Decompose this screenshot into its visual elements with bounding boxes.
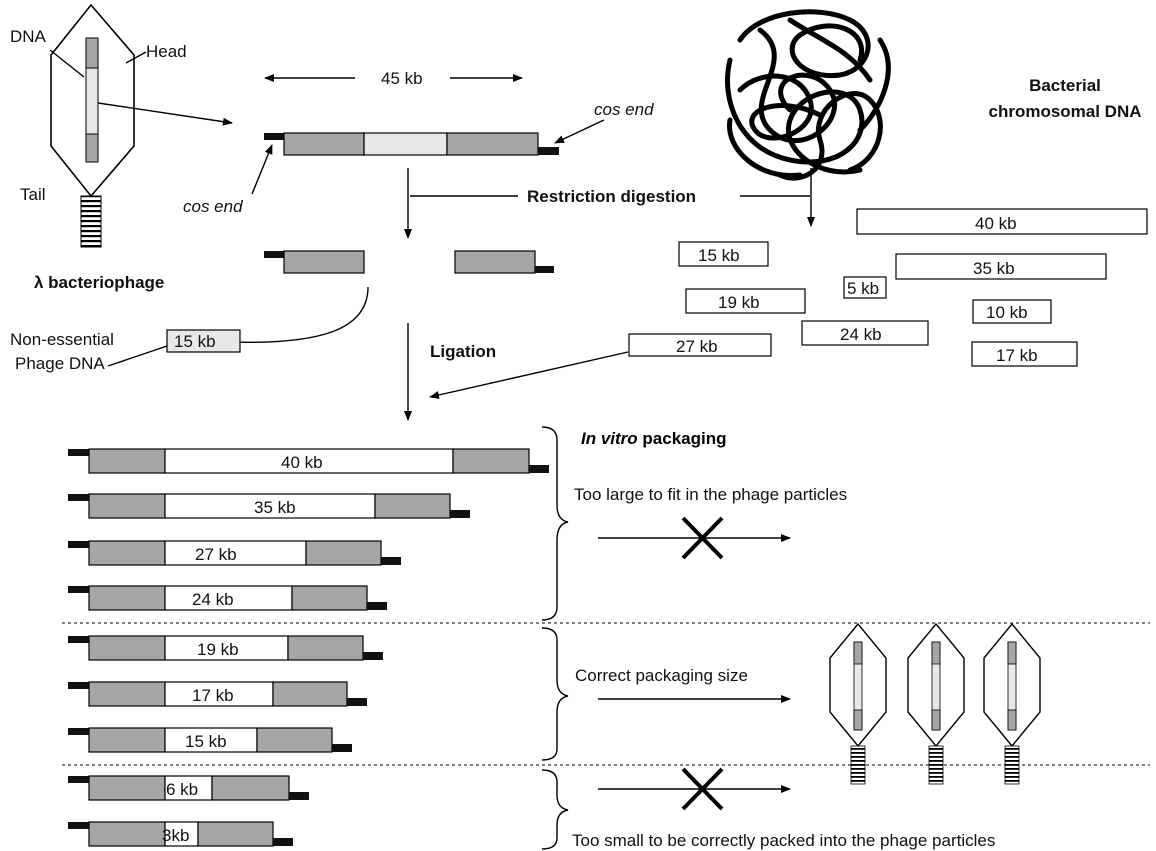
- recombinant-24kb: 24 kb: [68, 585, 387, 611]
- recombinant-27kb: 27 kb: [68, 540, 401, 566]
- head-label: Head: [146, 42, 187, 61]
- recombinant-6kb: 6 kb: [68, 775, 309, 801]
- bacterial-fragment-24kb: 24 kb: [801, 320, 929, 346]
- recombinant-40kb: 40 kb: [68, 448, 549, 474]
- svg-text:6 kb: 6 kb: [166, 780, 198, 799]
- svg-text:17 kb: 17 kb: [192, 686, 234, 705]
- brace-too-small: [541, 769, 569, 850]
- correct-size-label: Correct packaging size: [575, 666, 748, 685]
- svg-text:5 kb: 5 kb: [847, 279, 879, 298]
- svg-text:3kb: 3kb: [162, 826, 189, 845]
- svg-text:27 kb: 27 kb: [195, 545, 237, 564]
- svg-text:17 kb: 17 kb: [996, 346, 1038, 365]
- non-essential-line2: Phage DNA: [15, 354, 105, 373]
- phage-to-vector-arrow: [97, 102, 233, 126]
- dna-label: DNA: [10, 27, 47, 46]
- non-essential-pointer: [107, 345, 168, 367]
- recombinant-35kb: 35 kb: [68, 493, 470, 519]
- lambda-vector-dna: [264, 132, 559, 156]
- stuffer-removal-arrow: [225, 286, 369, 347]
- cos-end-left-label: cos end: [183, 197, 243, 216]
- cos-end-right-label: cos end: [594, 100, 654, 119]
- svg-text:19 kb: 19 kb: [197, 640, 239, 659]
- bacterial-fragment-40kb: 40 kb: [856, 208, 1148, 235]
- svg-text:35 kb: 35 kb: [973, 259, 1015, 278]
- brace-correct: [541, 627, 569, 761]
- bacterial-fragment-15kb: 15 kb: [678, 241, 769, 267]
- tail-label: Tail: [20, 185, 46, 204]
- bacterial-fragment-5kb: 5 kb: [843, 276, 887, 299]
- lambda-phage-icon: [50, 3, 135, 248]
- left-vector-arm: [264, 250, 365, 274]
- svg-text:19 kb: 19 kb: [718, 293, 760, 312]
- ligation-label: Ligation: [430, 342, 496, 361]
- svg-text:15 kb: 15 kb: [185, 732, 227, 751]
- svg-text:15 kb: 15 kb: [698, 246, 740, 265]
- packaging-label: In vitro packaging: [581, 429, 726, 448]
- restriction-digestion-label: Restriction digestion: [527, 187, 696, 206]
- packaged-phage-icon: [907, 622, 965, 785]
- recombinant-17kb: 17 kb: [68, 681, 367, 707]
- too-small-label: Too small to be correctly packed into th…: [572, 831, 995, 850]
- recombinant-15kb: 15 kb: [68, 727, 352, 753]
- cos-end-left-pointer: [251, 144, 273, 195]
- packaged-phage-icon: [829, 622, 887, 785]
- cos-end-right-pointer: [554, 119, 605, 144]
- recombinant-3kb: 3kb: [68, 821, 293, 847]
- dna-pointer-line: [49, 49, 85, 78]
- too-large-label: Too large to fit in the phage particles: [574, 485, 847, 504]
- blocked-cross-icon: [681, 516, 724, 560]
- brace-too-large: [541, 426, 569, 621]
- packaged-phage-icon: [983, 622, 1041, 785]
- fragments-to-ligation-arrow: [429, 351, 629, 399]
- non-essential-dna-fragment: [166, 329, 241, 353]
- svg-text:40 kb: 40 kb: [975, 214, 1017, 233]
- svg-text:24 kb: 24 kb: [840, 325, 882, 344]
- bacterial-chromosome-icon: [725, 9, 891, 181]
- bacterial-label-line2: chromosomal DNA: [988, 102, 1141, 121]
- non-essential-size-label: 15 kb: [174, 332, 216, 351]
- bacterial-label-line1: Bacterial: [1029, 76, 1101, 95]
- bacterial-fragment-17kb: 17 kb: [971, 341, 1078, 367]
- svg-text:27 kb: 27 kb: [676, 337, 718, 356]
- bacterial-fragment-35kb: 35 kb: [895, 253, 1107, 280]
- svg-text:10 kb: 10 kb: [986, 303, 1028, 322]
- svg-text:40 kb: 40 kb: [281, 453, 323, 472]
- bacterial-fragment-10kb: 10 kb: [972, 299, 1052, 324]
- recombinant-19kb: 19 kb: [68, 635, 383, 661]
- svg-text:24 kb: 24 kb: [192, 590, 234, 609]
- right-vector-arm: [454, 250, 554, 274]
- bacterial-fragment-27kb: 27 kb: [628, 333, 772, 357]
- svg-text:35 kb: 35 kb: [254, 498, 296, 517]
- non-essential-line1: Non-essential: [10, 330, 114, 349]
- head-pointer-line: [125, 51, 147, 64]
- phage-name-label: λ bacteriophage: [34, 273, 164, 292]
- bacterial-fragment-19kb: 19 kb: [685, 288, 806, 314]
- vector-length-label: 45 kb: [381, 69, 423, 88]
- blocked-cross-icon: [681, 767, 724, 811]
